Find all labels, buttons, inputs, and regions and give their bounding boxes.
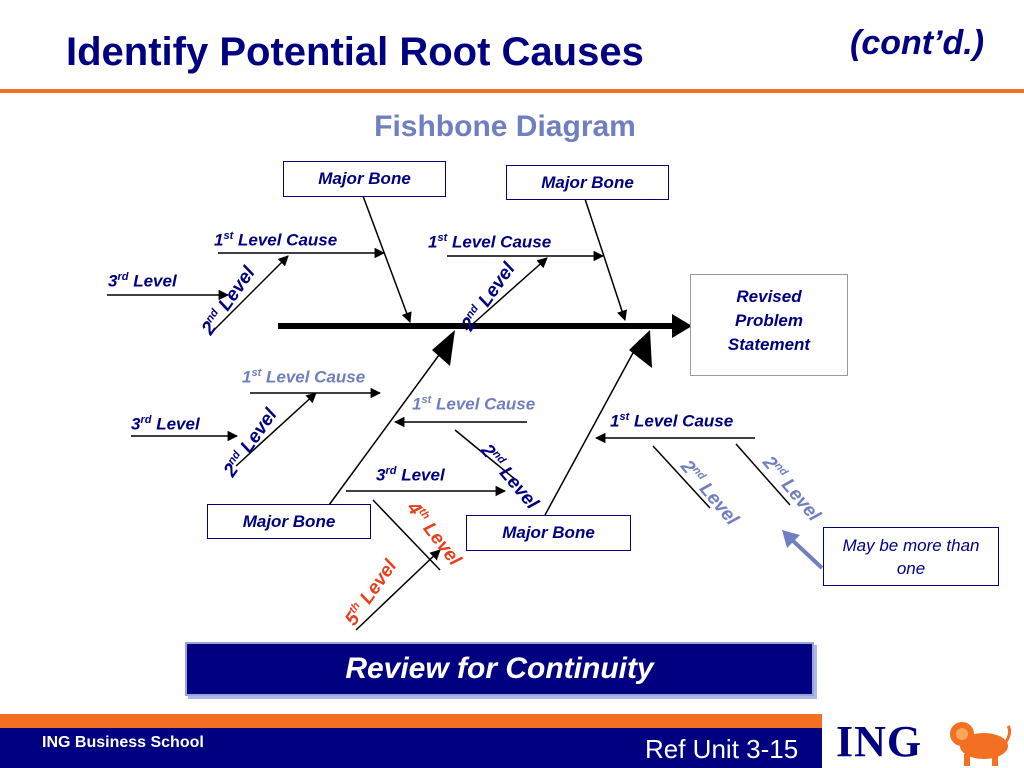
- upper-bone-2: [584, 198, 628, 321]
- second-level-line-6: [735, 443, 791, 506]
- continued-label: (cont’d.): [850, 24, 985, 62]
- page-title: Identify Potential Root Causes: [66, 30, 644, 74]
- fifth-level-line: [355, 549, 441, 631]
- second-level-line-4: [454, 429, 517, 481]
- major-bone-box: Major Bone: [283, 161, 446, 197]
- first-level-cause-label: 1st Level Cause: [214, 230, 338, 250]
- lower-bone-1: [328, 339, 451, 506]
- footer-school: ING Business School: [42, 734, 204, 751]
- third-level-label: 3rd Level: [108, 271, 177, 291]
- second-level-line-2: [465, 257, 548, 331]
- footer-stripe: [0, 714, 1024, 728]
- footer-bar: [0, 728, 822, 768]
- problem-statement-box: Revised Problem Statement: [690, 274, 848, 376]
- ing-logo-text: ING: [836, 717, 923, 766]
- lower-bone-2: [544, 339, 641, 516]
- major-bone-box: Major Bone: [466, 515, 631, 551]
- fourth-level-line: [372, 499, 441, 571]
- second-level-line-3: [235, 392, 317, 467]
- footer-ref: Ref Unit 3-15: [645, 734, 799, 764]
- third-level-label: 3rd Level: [376, 465, 445, 485]
- major-bone-box: Major Bone: [207, 504, 371, 539]
- note-arrow-head: [782, 530, 800, 548]
- upper-bone-1: [362, 195, 412, 323]
- review-banner: Review for Continuity: [185, 642, 814, 696]
- first-level-cause-label: 1st Level Cause: [610, 411, 734, 431]
- lower-bone-1-head: [432, 330, 455, 366]
- first-level-cause-label: 1st Level Cause: [428, 232, 552, 252]
- spine-arrowhead: [672, 314, 692, 338]
- third-level-label: 3rd Level: [131, 414, 200, 434]
- first-level-cause-label: 1st Level Cause: [242, 367, 366, 387]
- lion-icon: [950, 722, 1012, 766]
- second-level-line-5: [652, 445, 711, 509]
- first-level-cause-label: 1st Level Cause: [412, 394, 536, 414]
- lower-bone-2-head: [629, 330, 652, 368]
- second-level-line-1: [213, 255, 289, 331]
- header-rule: [0, 89, 1024, 93]
- diagram-title: Fishbone Diagram: [374, 110, 636, 143]
- major-bone-box: Major Bone: [506, 165, 669, 200]
- note-arrow: [788, 536, 824, 570]
- note-box: May be more than one: [823, 527, 999, 586]
